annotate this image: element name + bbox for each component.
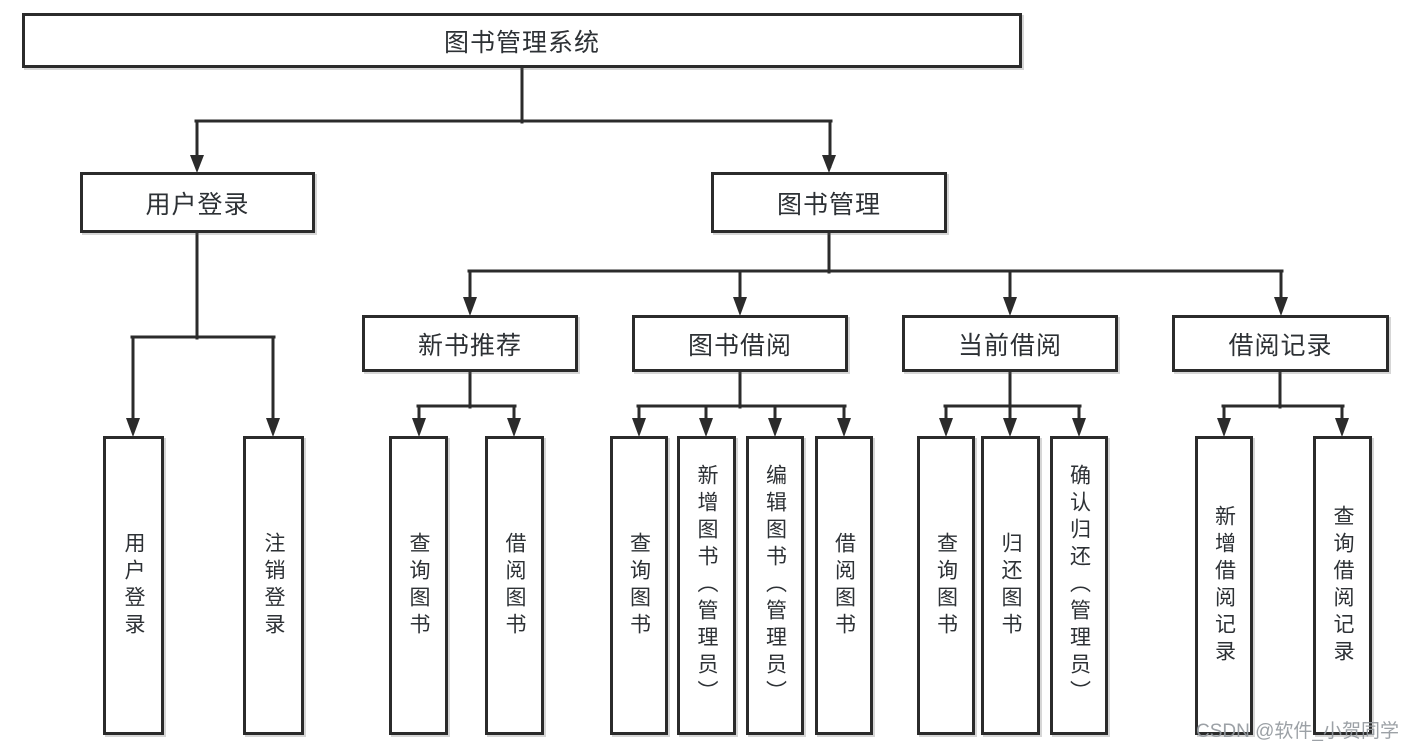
connector-stems	[130, 66, 1345, 432]
node-label: 新增借阅记录	[1212, 504, 1236, 667]
node-label: 新增图书（管理员）	[695, 464, 718, 707]
node-label: 查询借阅记录	[1331, 504, 1354, 667]
node-label: 用户登录	[122, 531, 145, 640]
node-label: 图书管理	[776, 190, 881, 219]
node-label: 借阅图书	[503, 531, 526, 640]
node-book-borrowing: 图书借阅	[632, 315, 848, 372]
leaf-recommend-query-books: 查询图书	[389, 436, 448, 735]
node-label: 查询图书	[934, 531, 958, 640]
leaf-recommend-borrow-books: 借阅图书	[485, 436, 544, 735]
leaf-edit-books-admin: 编辑图书（管理员）	[746, 436, 804, 735]
node-label: 用户登录	[145, 190, 250, 219]
csdn-watermark: CSDN @软件_小贺同学	[1196, 721, 1399, 742]
leaf-confirm-return-admin: 确认归还（管理员）	[1050, 436, 1108, 735]
node-root-library-system: 图书管理系统	[22, 13, 1022, 68]
node-label: 确认归还（管理员）	[1067, 464, 1091, 707]
leaf-current-query-books: 查询图书	[917, 436, 975, 735]
leaf-borrowing-query-books: 查询图书	[610, 436, 668, 735]
leaf-logout: 注销登录	[243, 436, 304, 735]
node-label: 归还图书	[999, 531, 1022, 640]
node-current-borrowing: 当前借阅	[902, 315, 1118, 372]
node-label: 新书推荐	[417, 331, 522, 360]
node-new-book-recommend: 新书推荐	[362, 315, 578, 372]
node-label: 注销登录	[262, 531, 285, 640]
node-label: 图书借阅	[687, 331, 792, 360]
node-label: 编辑图书（管理员）	[763, 464, 787, 707]
leaf-add-books-admin: 新增图书（管理员）	[677, 436, 736, 735]
node-label: 图书管理系统	[443, 28, 600, 57]
node-borrowing-records: 借阅记录	[1172, 315, 1389, 372]
node-label: 查询图书	[407, 531, 430, 640]
node-user-login: 用户登录	[80, 172, 315, 233]
node-label: 查询图书	[627, 531, 651, 640]
leaf-return-books: 归还图书	[981, 436, 1040, 735]
node-label: 借阅图书	[832, 531, 856, 640]
node-book-management: 图书管理	[711, 172, 947, 233]
leaf-add-borrow-record: 新增借阅记录	[1195, 436, 1253, 735]
leaf-query-borrow-record: 查询借阅记录	[1313, 436, 1372, 735]
leaf-borrow-books: 借阅图书	[815, 436, 873, 735]
leaf-user-login: 用户登录	[103, 436, 164, 735]
node-label: 当前借阅	[957, 331, 1062, 360]
node-label: 借阅记录	[1228, 331, 1333, 360]
